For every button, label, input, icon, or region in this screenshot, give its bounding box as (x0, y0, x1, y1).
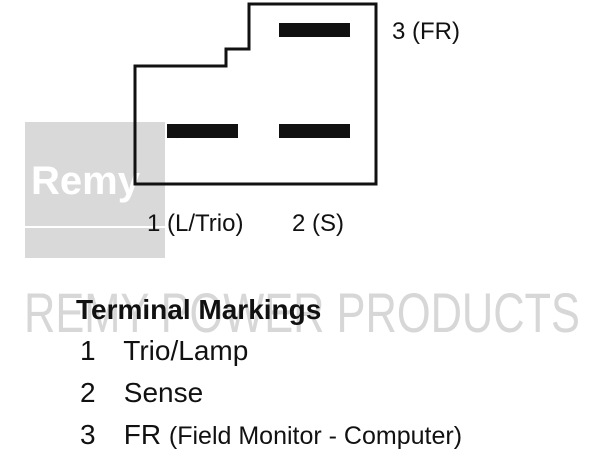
legend-item-number: 1 (80, 335, 96, 366)
connector-housing-outline (133, 2, 378, 186)
legend-item-name: Sense (123, 377, 204, 408)
legend-list: 1 Trio/Lamp 2 Sense 3 FR (Field Monitor … (76, 330, 596, 456)
legend-item-description: (Field Monitor - Computer) (168, 422, 463, 450)
terminal-markings-legend: Terminal Markings 1 Trio/Lamp 2 Sense 3 … (76, 294, 596, 456)
terminal-2-label: 2 (S) (292, 210, 344, 237)
terminal-1-label: 1 (L/Trio) (147, 210, 243, 237)
legend-title: Terminal Markings (76, 294, 322, 325)
watermark-logo-stripe (25, 228, 165, 258)
terminal-1-blade (167, 124, 238, 138)
legend-item-name: Trio/Lamp (123, 335, 249, 366)
watermark-company-text: REMY POWER PRODUCTS (24, 281, 580, 344)
legend-item-name: FR (123, 419, 162, 450)
terminal-2-blade (279, 124, 350, 138)
terminal-3-blade (279, 23, 350, 37)
legend-item-1: 1 Trio/Lamp (76, 330, 596, 372)
watermark-logo-block (25, 122, 165, 226)
remy-watermark-logo: Remy ® (25, 122, 182, 258)
legend-item-3: 3 FR (Field Monitor - Computer) (76, 414, 596, 456)
legend-item-2: 2 Sense (76, 372, 596, 414)
legend-item-number: 3 (80, 419, 96, 450)
legend-item-number: 2 (80, 377, 96, 408)
watermark-brand-text: Remy (31, 159, 141, 203)
terminal-3-label: 3 (FR) (392, 18, 460, 45)
